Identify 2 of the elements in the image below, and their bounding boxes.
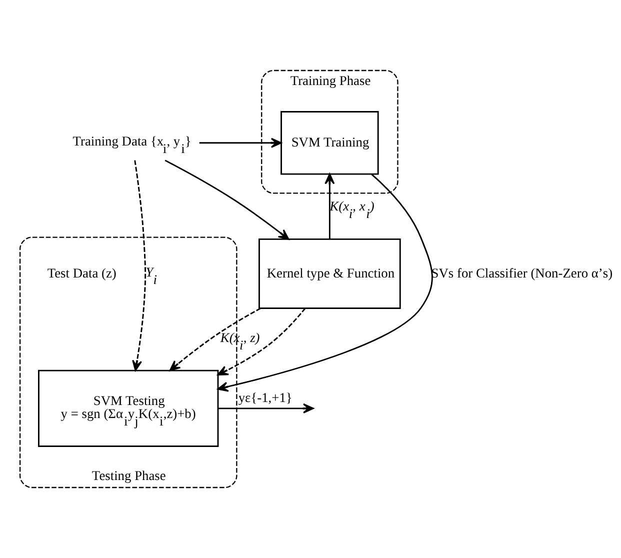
label: Test Data (z): [47, 265, 116, 280]
edge-label: yε{-1,+1}: [238, 390, 292, 405]
